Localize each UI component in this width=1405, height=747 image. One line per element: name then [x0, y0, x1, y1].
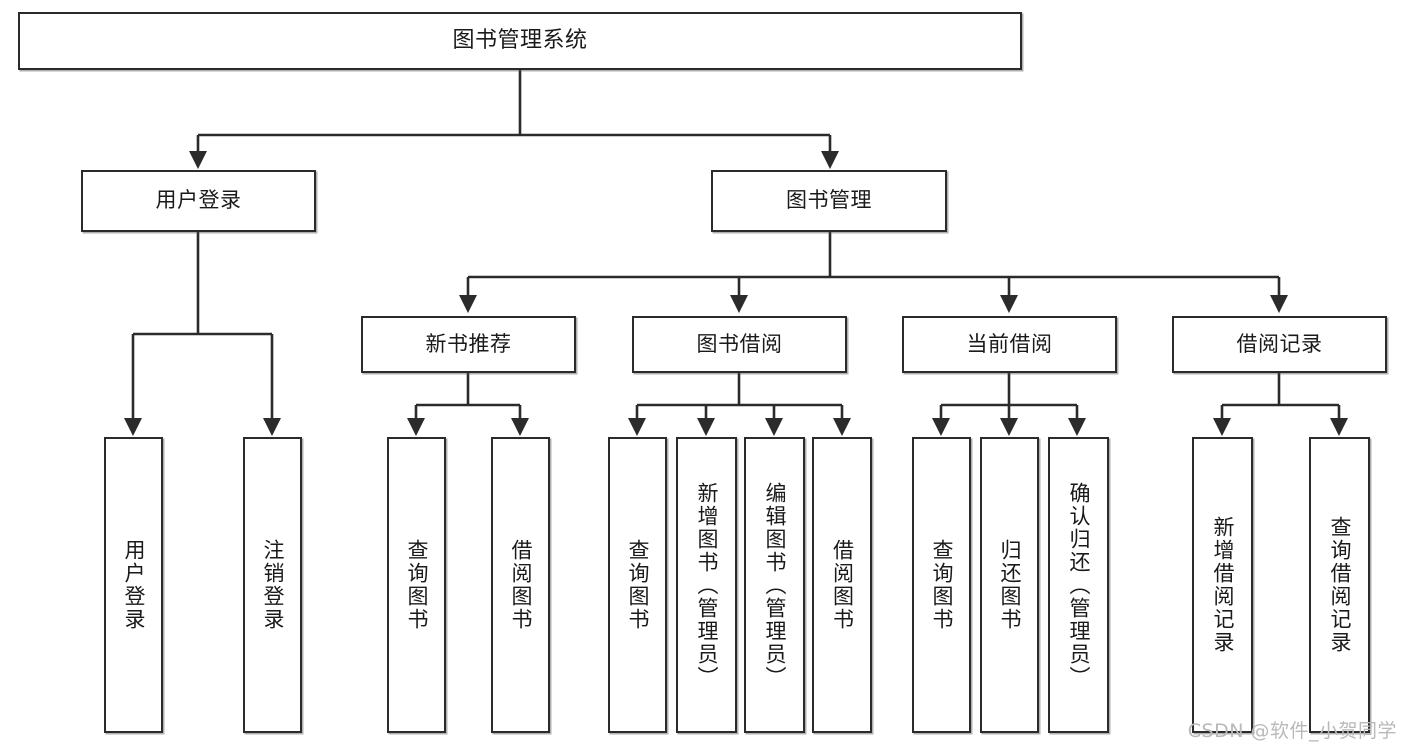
- node-leaf-logout[interactable]: 注销登录: [243, 437, 302, 733]
- node-leaf-confirm-return[interactable]: 确认归还（管理员）: [1048, 437, 1109, 733]
- node-leaf-query-book-3-label: 查询图书: [929, 539, 954, 631]
- node-leaf-query-book-3[interactable]: 查询图书: [912, 437, 971, 733]
- node-leaf-add-book[interactable]: 新增图书（管理员）: [676, 437, 737, 733]
- node-leaf-user-login-label: 用户登录: [121, 539, 146, 631]
- node-leaf-query-book-2-label: 查询图书: [625, 539, 650, 631]
- node-borrow-record[interactable]: 借阅记录: [1172, 316, 1387, 373]
- node-root-label: 图书管理系统: [452, 27, 588, 53]
- node-book-manage[interactable]: 图书管理: [711, 170, 947, 232]
- node-book-manage-label: 图书管理: [786, 188, 872, 213]
- node-leaf-borrow-book-2-label: 借阅图书: [830, 539, 855, 631]
- node-leaf-borrow-book-2[interactable]: 借阅图书: [812, 437, 872, 733]
- node-leaf-add-record[interactable]: 新增借阅记录: [1192, 437, 1253, 733]
- csdn-watermark: CSDN @软件_小贺同学: [1187, 720, 1397, 742]
- node-leaf-confirm-return-label: 确认归还（管理员）: [1066, 481, 1091, 689]
- node-leaf-edit-book-label: 编辑图书（管理员）: [762, 481, 787, 689]
- node-borrow-record-label: 借阅记录: [1236, 331, 1323, 356]
- node-user-login-label: 用户登录: [155, 188, 242, 213]
- node-current-borrow[interactable]: 当前借阅: [902, 316, 1117, 373]
- node-leaf-query-record[interactable]: 查询借阅记录: [1309, 437, 1370, 733]
- node-current-borrow-label: 当前借阅: [966, 331, 1053, 356]
- node-user-login[interactable]: 用户登录: [81, 170, 316, 232]
- node-leaf-add-record-label: 新增借阅记录: [1210, 516, 1235, 654]
- node-new-book-rec[interactable]: 新书推荐: [361, 316, 576, 373]
- node-leaf-add-book-label: 新增图书（管理员）: [694, 481, 719, 689]
- node-leaf-user-login[interactable]: 用户登录: [104, 437, 163, 733]
- node-leaf-return-book[interactable]: 归还图书: [980, 437, 1039, 733]
- node-leaf-return-book-label: 归还图书: [997, 539, 1022, 631]
- node-leaf-borrow-book-1[interactable]: 借阅图书: [491, 437, 550, 733]
- node-book-borrow[interactable]: 图书借阅: [632, 316, 847, 373]
- node-book-borrow-label: 图书借阅: [696, 331, 783, 356]
- node-root[interactable]: 图书管理系统: [18, 12, 1022, 70]
- node-new-book-rec-label: 新书推荐: [425, 331, 512, 356]
- node-leaf-query-book-2[interactable]: 查询图书: [608, 437, 667, 733]
- node-leaf-edit-book[interactable]: 编辑图书（管理员）: [744, 437, 805, 733]
- node-leaf-borrow-book-1-label: 借阅图书: [508, 539, 533, 631]
- node-leaf-query-book-1[interactable]: 查询图书: [387, 437, 446, 733]
- node-leaf-logout-label: 注销登录: [260, 539, 285, 631]
- node-leaf-query-book-1-label: 查询图书: [404, 539, 429, 631]
- node-leaf-query-record-label: 查询借阅记录: [1327, 516, 1352, 654]
